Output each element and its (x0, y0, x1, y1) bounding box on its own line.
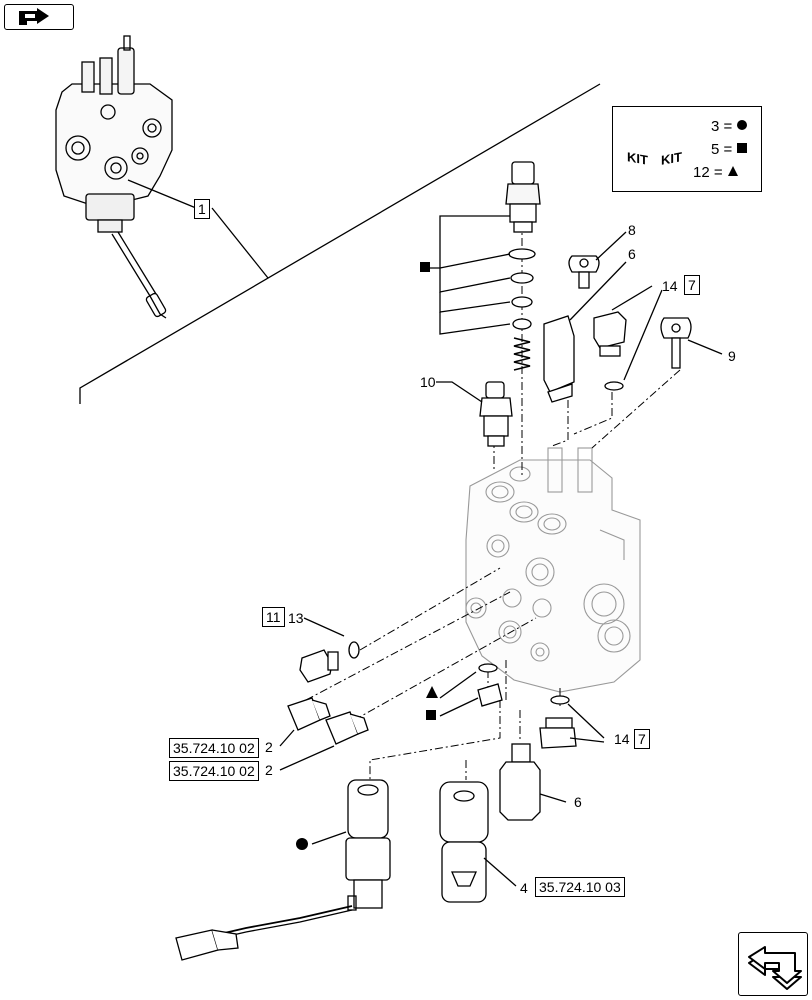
part-2-plug-b (325, 711, 369, 745)
part-4-coil (439, 781, 489, 903)
valve-overview-illustration (55, 35, 173, 319)
kit-row-circle: 3 = (711, 119, 748, 135)
triangle-icon (727, 165, 739, 181)
callout-7-top[interactable]: 7 (684, 275, 700, 295)
callout-7-bottom[interactable]: 7 (634, 729, 650, 749)
part-10-valve (479, 381, 513, 447)
callout-10: 10 (420, 374, 436, 390)
square-icon (736, 142, 748, 158)
callout-6-bottom: 6 (574, 794, 582, 810)
part-14-plug-bottom (539, 717, 577, 749)
next-page-button[interactable] (738, 932, 808, 996)
previous-page-button[interactable] (4, 4, 74, 30)
circle-icon (736, 119, 748, 135)
part-6-cartridge-top (543, 315, 575, 403)
circle-symbol (296, 838, 308, 850)
kit-row-triangle: 12 = (693, 165, 739, 181)
square-symbol (420, 262, 430, 272)
triangle-symbol (426, 686, 438, 698)
callout-6-top: 6 (628, 246, 636, 262)
solenoid-coil-with-connector (175, 779, 391, 961)
reference-35-724-10-03[interactable]: 35.724.10 03 (535, 877, 625, 897)
callout-2-a: 2 (265, 739, 273, 755)
callout-14-top: 14 (662, 278, 678, 294)
part-8-flange (568, 255, 600, 289)
relief-valve-top (505, 161, 541, 233)
forward-arrow-icon (748, 946, 802, 990)
kit-symbols (296, 262, 438, 850)
valve-body (465, 447, 641, 693)
callout-8: 8 (628, 222, 636, 238)
back-arrow-icon (19, 8, 49, 25)
callout-2-b: 2 (265, 762, 273, 778)
kit-ref-5: 5 = (711, 141, 733, 158)
kit-label-left: KIT (627, 149, 648, 168)
part-13-fitting (299, 649, 339, 683)
callout-11[interactable]: 11 (262, 607, 285, 627)
kit-ref-3: 3 = (711, 118, 733, 135)
square-symbol (426, 710, 436, 720)
reference-35-724-10-02-b[interactable]: 35.724.10 02 (169, 761, 259, 781)
kit-label-right: KIT (661, 149, 682, 168)
part-9-flange (660, 317, 692, 369)
part-14-plug-top (593, 311, 627, 357)
kit-legend: KIT KIT 3 = 5 = 12 = (612, 106, 762, 192)
kit-ref-12: 12 = (693, 164, 723, 181)
callout-4: 4 (520, 880, 528, 896)
callout-9: 9 (728, 348, 736, 364)
part-2-plug-a (287, 697, 331, 731)
part-6-cartridge-bottom (499, 743, 541, 821)
kit-row-square: 5 = (711, 142, 748, 158)
callout-13: 13 (288, 610, 304, 626)
callout-1[interactable]: 1 (194, 199, 210, 219)
callout-14-bottom: 14 (614, 731, 630, 747)
reference-35-724-10-02-a[interactable]: 35.724.10 02 (169, 738, 259, 758)
